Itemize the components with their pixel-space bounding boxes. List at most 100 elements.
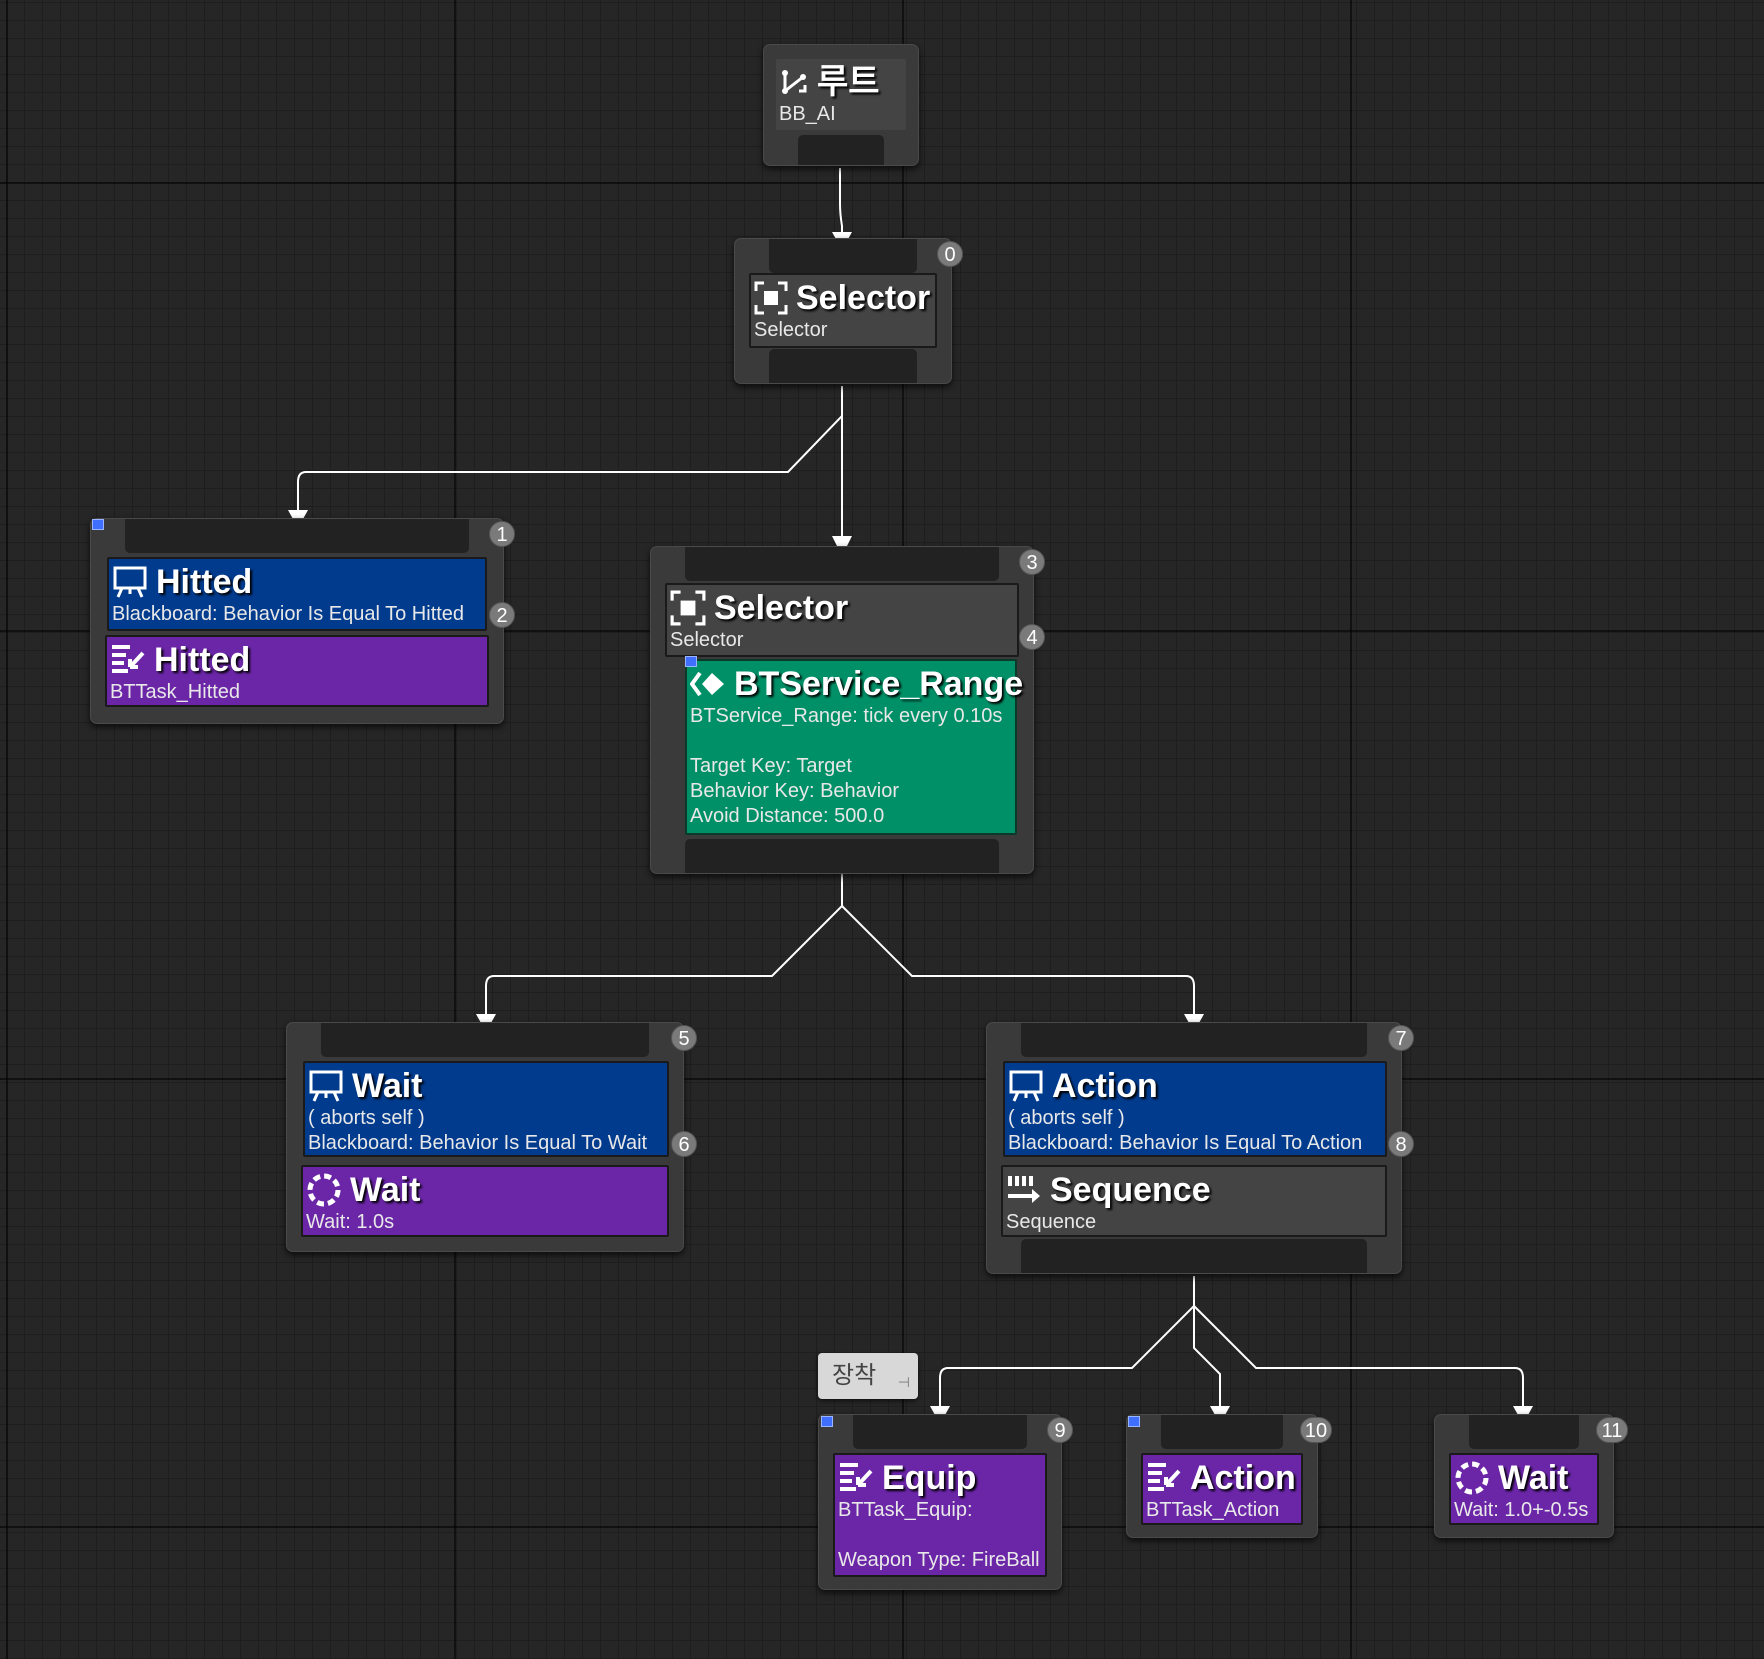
equip-task[interactable]: Equip BTTask_Equip: Weapon Type: FireBal… (833, 1453, 1047, 1577)
breakpoint-flag-icon (92, 519, 104, 530)
service-range[interactable]: BTService_Range BTService_Range: tick ev… (685, 659, 1023, 835)
hitted-task[interactable]: Hitted BTTask_Hitted (105, 635, 489, 707)
selector-top-composite: Selector Selector (749, 273, 937, 348)
action-decorator-line1: ( aborts self ) (1008, 1107, 1125, 1129)
wait-task-node-title: Wait (1498, 1459, 1569, 1497)
selector-mid-output-pin[interactable] (685, 839, 999, 873)
wait-task-node-title-row: Wait (1454, 1458, 1594, 1498)
equip-title-row: Equip (838, 1458, 1042, 1498)
selector-node-top[interactable]: Selector Selector (734, 238, 952, 384)
wait-branch-node[interactable]: Wait ( aborts self ) Blackboard: Behavio… (286, 1022, 684, 1252)
index-badge-1: 1 (489, 521, 515, 547)
selector-top-title: Selector (796, 279, 931, 317)
wait-task-node[interactable]: Wait Wait: 1.0+-0.5s (1434, 1414, 1614, 1538)
index-badge-9: 9 (1047, 1417, 1073, 1443)
service-title: BTService_Range (734, 665, 1024, 703)
root-title: 루트 (817, 63, 880, 101)
selector-top-output-pin[interactable] (769, 349, 917, 383)
index-badge-2: 2 (489, 602, 515, 628)
breakpoint-flag-icon (821, 1416, 833, 1427)
root-node[interactable]: 루트 BB_AI (763, 44, 919, 166)
service-line-1: BTService_Range: tick every 0.10s (690, 705, 1003, 727)
service-line-4: Behavior Key: Behavior (690, 780, 900, 802)
task-icon (840, 1463, 873, 1491)
wait-decorator[interactable]: Wait ( aborts self ) Blackboard: Behavio… (303, 1061, 669, 1157)
action-branch-output-pin[interactable] (1021, 1239, 1367, 1273)
pin-icon: ⊣ (897, 1374, 910, 1390)
equip-line1: BTTask_Equip: (838, 1499, 973, 1521)
wire-root-to-selector (839, 168, 843, 247)
wait-task-subtitle: Wait: 1.0s (306, 1211, 395, 1233)
wire-mid-to-action (841, 905, 1195, 1014)
comment-bubble[interactable]: 장착 ⊣ (818, 1353, 918, 1399)
index-badge-11: 11 (1596, 1417, 1628, 1443)
service-icon (690, 671, 724, 697)
root-title-row: 루트 (779, 62, 903, 102)
service-flag-icon (685, 656, 697, 667)
wire-action-to-equip (939, 1276, 1195, 1406)
root-subtitle: BB_AI (779, 103, 836, 125)
sequence-subtitle: Sequence (1006, 1211, 1097, 1233)
action-decorator-title: Action (1052, 1067, 1158, 1105)
blackboard-icon (309, 1070, 343, 1102)
action-branch-input-pin[interactable] (1021, 1023, 1367, 1057)
selector-icon (670, 590, 706, 626)
equip-input-pin[interactable] (853, 1415, 1027, 1449)
wait-task-input-pin[interactable] (1469, 1415, 1579, 1449)
wait-decorator-line1: ( aborts self ) (308, 1107, 425, 1129)
wait-task-title-row: Wait (306, 1170, 664, 1210)
sequence-composite[interactable]: Sequence Sequence (1001, 1165, 1387, 1237)
equip-line2 (838, 1523, 1042, 1548)
selector-mid-title-row: Selector (670, 588, 1014, 628)
action-task-subtitle: BTTask_Action (1146, 1499, 1280, 1521)
action-branch-node[interactable]: Action ( aborts self ) Blackboard: Behav… (986, 1022, 1402, 1274)
selector-node-mid[interactable]: Selector Selector BTService_Range BTServ… (650, 546, 1034, 874)
action-task-title: Action (1190, 1459, 1296, 1497)
breakpoint-flag-icon (1128, 1416, 1140, 1427)
wait-branch-input-pin[interactable] (321, 1023, 649, 1057)
index-badge-5: 5 (671, 1025, 697, 1051)
blackboard-icon (113, 566, 147, 598)
wait-icon (307, 1173, 341, 1207)
index-badge-6: 6 (671, 1131, 697, 1157)
sequence-title: Sequence (1050, 1171, 1211, 1209)
task-icon (112, 645, 145, 673)
action-task-input-pin[interactable] (1161, 1415, 1283, 1449)
index-badge-4: 4 (1019, 624, 1045, 650)
action-decorator-title-row: Action (1008, 1066, 1382, 1106)
action-task-node[interactable]: Action BTTask_Action (1126, 1414, 1318, 1538)
selector-top-subtitle: Selector (754, 319, 828, 341)
wait-task-small[interactable]: Wait Wait: 1.0s (301, 1165, 669, 1237)
action-task[interactable]: Action BTTask_Action (1141, 1453, 1303, 1525)
service-line-3: Target Key: Target (690, 755, 852, 777)
sequence-icon (1008, 1176, 1040, 1203)
branch-icon (782, 70, 807, 94)
wire-mid-to-wait (485, 872, 843, 1014)
selector-icon (754, 281, 788, 315)
selector-top-input-pin[interactable] (769, 239, 917, 273)
hitted-task-subtitle: BTTask_Hitted (110, 681, 241, 703)
wait-task-title: Wait (350, 1171, 421, 1209)
hitted-decorator-title: Hitted (156, 563, 253, 601)
wire-selector-to-hitted (297, 386, 843, 510)
hitted-node[interactable]: Hitted Blackboard: Behavior Is Equal To … (90, 518, 504, 724)
action-decorator[interactable]: Action ( aborts self ) Blackboard: Behav… (1003, 1061, 1387, 1157)
wait-task-node-subtitle: Wait: 1.0+-0.5s (1454, 1499, 1589, 1521)
sequence-title-row: Sequence (1006, 1170, 1382, 1210)
equip-node[interactable]: Equip BTTask_Equip: Weapon Type: FireBal… (818, 1414, 1062, 1590)
wait-icon (1455, 1461, 1489, 1495)
hitted-decorator[interactable]: Hitted Blackboard: Behavior Is Equal To … (107, 557, 487, 631)
selector-mid-input-pin[interactable] (685, 547, 999, 581)
wait-decorator-title-row: Wait (308, 1066, 664, 1106)
index-badge-8: 8 (1388, 1131, 1414, 1157)
action-decorator-line2: Blackboard: Behavior Is Equal To Action (1008, 1132, 1363, 1154)
index-badge-3: 3 (1019, 549, 1045, 575)
wait-task[interactable]: Wait Wait: 1.0+-0.5s (1449, 1453, 1599, 1525)
root-header: 루트 BB_AI (776, 59, 906, 130)
service-line-5: Avoid Distance: 500.0 (690, 805, 885, 827)
wait-decorator-line2: Blackboard: Behavior Is Equal To Wait (308, 1132, 648, 1154)
wire-action-to-wait-task (1193, 1305, 1524, 1406)
hitted-input-pin[interactable] (125, 519, 469, 553)
root-output-pin[interactable] (798, 135, 884, 165)
service-line-2 (690, 729, 1012, 754)
